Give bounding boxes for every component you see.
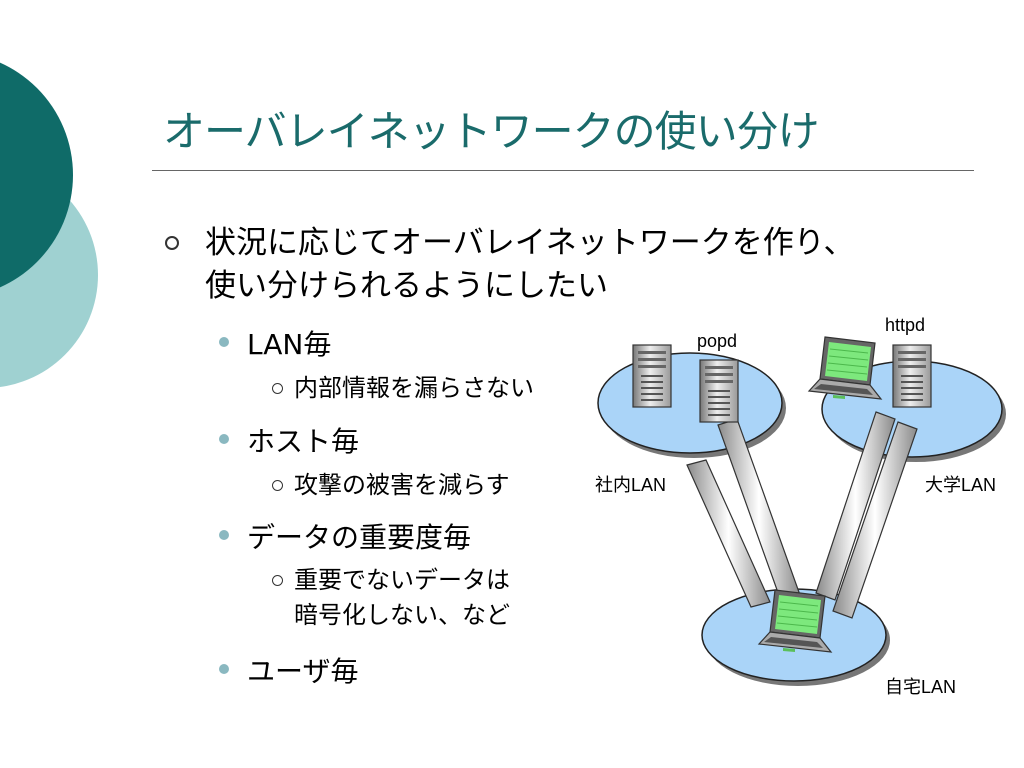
httpd-server-icon — [892, 344, 932, 408]
tunnel-company-home-1 — [686, 459, 771, 608]
hollow-bullet-icon — [165, 236, 179, 250]
tunnel-company-home-2 — [717, 418, 801, 602]
list-item-label: LAN毎 — [247, 328, 332, 361]
dot-bullet-icon — [219, 337, 229, 347]
main-bullet-line-1: 状況に応じてオーバレイネットワークを作り、 — [205, 225, 855, 261]
sub-item-text-line-1: 重要でないデータは — [294, 566, 510, 594]
title-divider — [152, 170, 974, 171]
laptop-icon — [808, 336, 882, 400]
sub-item-text-line-2: 暗号化しない、など — [294, 600, 510, 629]
popd-label: popd — [697, 331, 737, 351]
tunnel-university-home-2 — [832, 421, 918, 619]
overlay-network-diagram: popd httpd 社内LAN 大学LAN 自宅LAN — [595, 315, 1006, 697]
list-item-label: ホスト毎 — [247, 425, 360, 458]
dot-bullet-icon — [219, 664, 229, 674]
main-bullet-line-2: 使い分けられるようにしたい — [205, 268, 608, 305]
popd-server-icon — [699, 359, 739, 423]
hollow-bullet-icon — [272, 480, 283, 491]
tunnel-university-home-1 — [815, 411, 896, 601]
company-lan-ellipse — [597, 352, 783, 454]
hollow-bullet-icon — [272, 383, 283, 394]
university-lan-label: 大学LAN — [925, 475, 996, 495]
slide-title: オーバレイネットワークの使い分け — [163, 107, 820, 156]
dot-bullet-icon — [219, 530, 229, 540]
server-icon — [632, 344, 672, 408]
sub-item-text: 攻撃の被害を減らす — [294, 471, 510, 499]
httpd-label: httpd — [885, 315, 925, 335]
list-item-label: データの重要度毎 — [247, 521, 472, 554]
sub-item-text: 内部情報を漏らさない — [294, 374, 534, 402]
dot-bullet-icon — [219, 434, 229, 444]
home-lan-label: 自宅LAN — [885, 677, 956, 697]
decorative-circles — [0, 62, 98, 387]
decorative-circle-dark — [0, 62, 73, 288]
company-lan-label: 社内LAN — [595, 475, 666, 495]
list-item-label: ユーザ毎 — [247, 655, 359, 688]
hollow-bullet-icon — [272, 575, 283, 586]
